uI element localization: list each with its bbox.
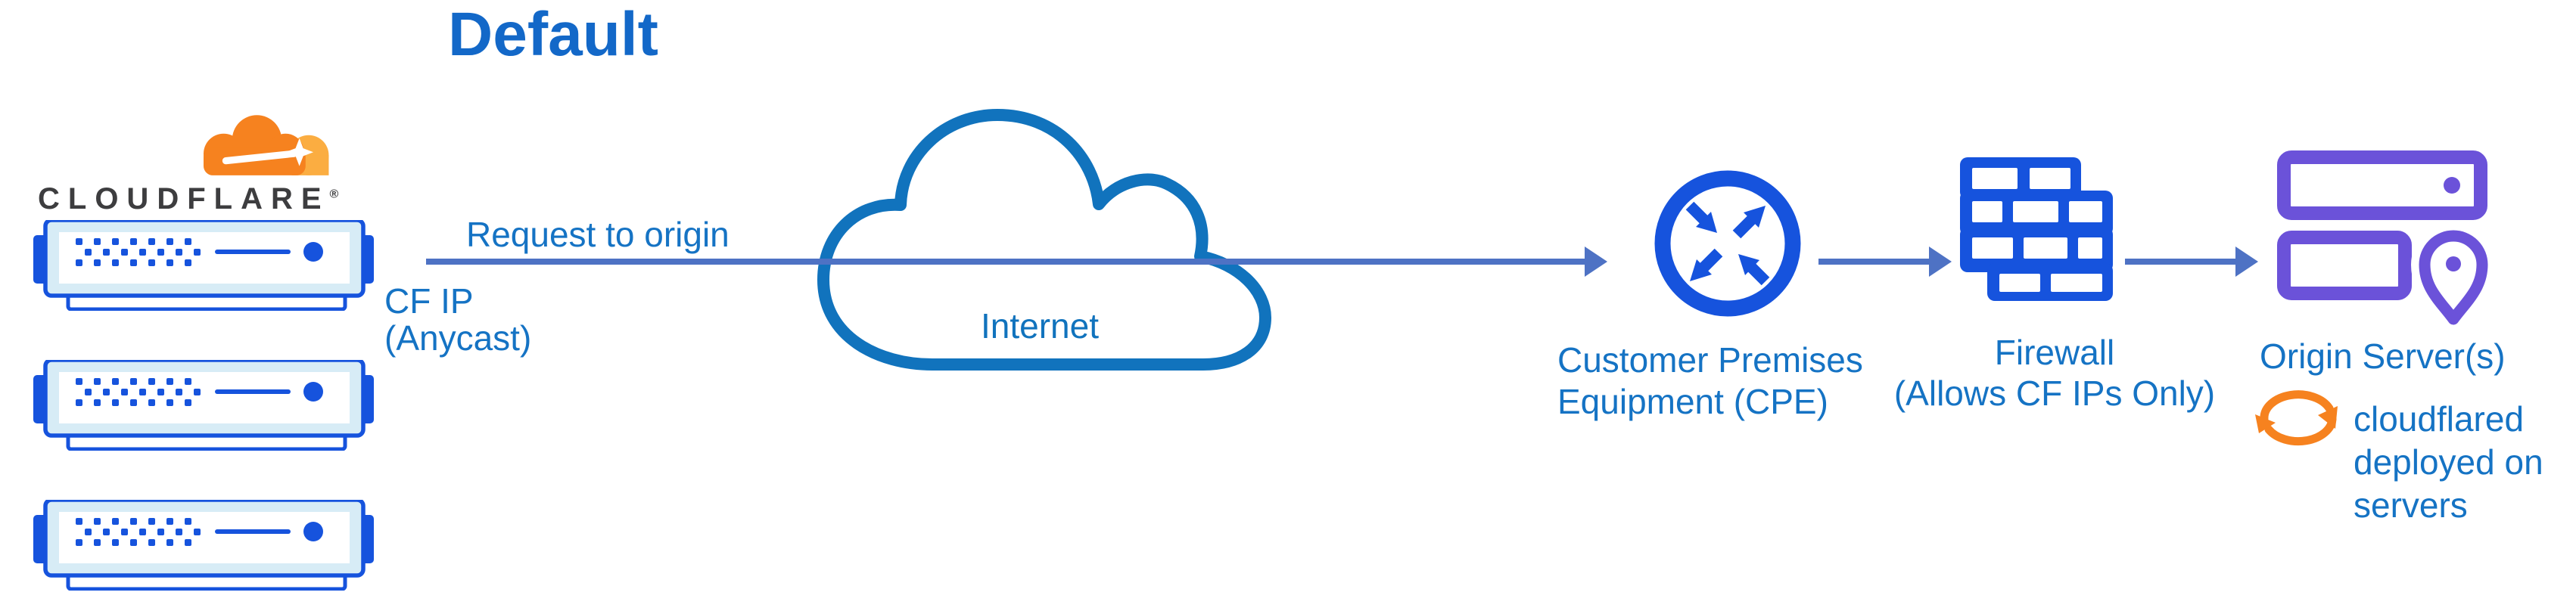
cloudflare-wordmark: CLOUDFLARE®: [38, 182, 339, 216]
anycast-line: (Anycast): [384, 318, 532, 358]
firewall-to-origin-arrow-line: [2125, 259, 2237, 265]
cpe-label-line1: Customer Premises: [1557, 340, 1863, 380]
edge-server-icon: [33, 360, 374, 451]
origin-server-label: Origin Server(s): [2260, 336, 2506, 376]
cpe-to-firewall-arrow-line: [1818, 259, 1930, 265]
cpe-to-firewall-arrowhead: [1929, 247, 1952, 277]
cloudflared-note-line2: deployed on: [2354, 442, 2543, 482]
cpe-label-line2: Equipment (CPE): [1557, 382, 1828, 421]
internet-label: Internet: [981, 306, 1099, 346]
firewall-label-line1: Firewall: [1994, 333, 2115, 372]
request-arrowhead: [1585, 247, 1607, 277]
registered-trademark: ®: [329, 188, 339, 201]
cloudflare-logo-icon: [177, 107, 340, 180]
sync-arrows-icon: [2255, 386, 2344, 452]
diagram-title: Default: [448, 0, 658, 69]
firewall-icon: [1960, 157, 2113, 301]
cf-ip-line: CF IP: [384, 281, 474, 321]
firewall-label: Firewall (Allows CF IPs Only): [1887, 332, 2223, 414]
origin-server-icon: [2276, 150, 2496, 333]
request-to-origin-label: Request to origin: [466, 215, 730, 254]
cf-ip-anycast-label: CF IP (Anycast): [384, 283, 531, 357]
cloudflared-note-line1: cloudflared: [2354, 399, 2525, 439]
firewall-label-line2: (Allows CF IPs Only): [1893, 374, 2216, 413]
request-arrow-line: [426, 259, 1587, 265]
cloudflared-note: cloudflared deployed on servers: [2354, 398, 2543, 527]
edge-server-icon: [33, 220, 374, 311]
edge-server-icon: [33, 500, 374, 591]
cpe-label: Customer Premises Equipment (CPE): [1557, 340, 1863, 423]
cloudflared-note-line3: servers: [2354, 485, 2468, 525]
cpe-router-icon: [1654, 169, 1802, 318]
firewall-to-origin-arrowhead: [2235, 247, 2258, 277]
location-pin-icon: [2411, 222, 2496, 333]
